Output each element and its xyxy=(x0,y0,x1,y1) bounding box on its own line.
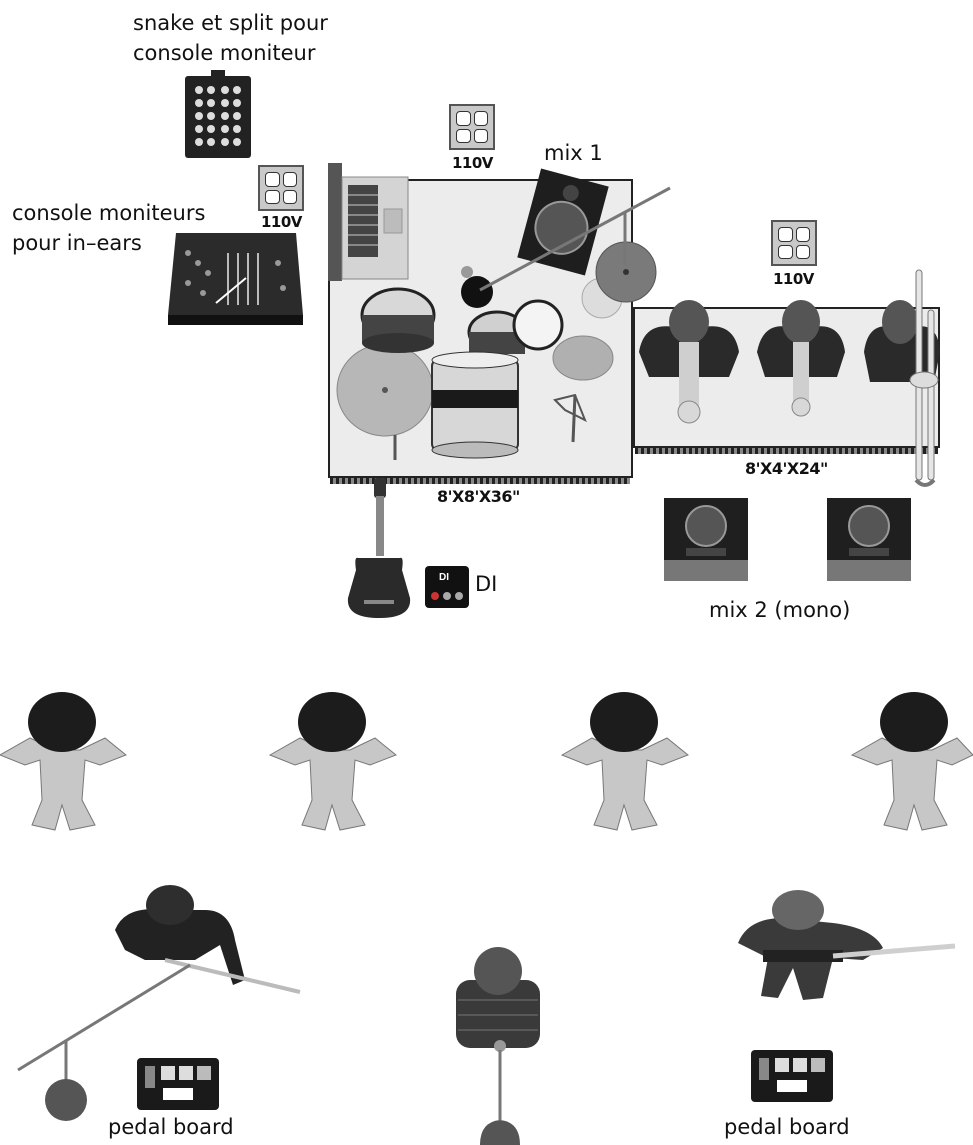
snake-label-line1: snake et split pour xyxy=(133,11,328,35)
dancer-icon xyxy=(268,690,397,831)
outlet-icon xyxy=(771,220,817,266)
mixer-icon xyxy=(168,233,303,325)
drum-riser-feet xyxy=(330,478,630,484)
di-box-text: DI xyxy=(439,572,449,583)
horn-riser-feet xyxy=(635,448,938,454)
horn-riser-size-label: 8'X4'X24" xyxy=(745,459,828,478)
drum-kit-icon xyxy=(335,260,635,470)
singer-icon xyxy=(448,945,548,1055)
dancer-icon xyxy=(850,690,973,831)
dancer-icon xyxy=(560,690,689,831)
di-label: DI xyxy=(475,572,498,596)
cymbal-icon xyxy=(580,240,660,320)
console-label-line2: pour in–ears xyxy=(12,231,142,255)
dancer-icon xyxy=(0,690,127,831)
snake-box-icon xyxy=(185,70,251,158)
guitarist-icon xyxy=(733,888,958,1000)
outlet-voltage-label: 110V xyxy=(261,213,302,231)
horn-player-icon xyxy=(753,292,848,427)
pedal-board-icon xyxy=(751,1050,833,1102)
pedal-board-left-label: pedal board xyxy=(108,1115,234,1139)
outlet-voltage-label: 110V xyxy=(452,154,493,172)
trombone-icon xyxy=(909,269,939,487)
console-label-line1: console moniteurs xyxy=(12,201,206,225)
mic-stand-icon xyxy=(480,1040,520,1145)
horn-player-icon xyxy=(634,292,744,427)
pedal-board-right-label: pedal board xyxy=(724,1115,850,1139)
monitor-wedge-icon xyxy=(827,498,911,581)
mic-stand-icon xyxy=(479,186,671,292)
mic-stand-icon xyxy=(17,963,191,1121)
pedal-board-icon xyxy=(137,1058,219,1110)
snake-label-line2: console moniteur xyxy=(133,41,316,65)
di-box-icon: DI xyxy=(425,566,469,608)
outlet-icon xyxy=(449,104,495,150)
outlet-voltage-label: 110V xyxy=(773,270,814,288)
drum-riser-size-label: 8'X8'X36" xyxy=(437,487,520,506)
monitor-wedge-icon xyxy=(664,498,748,581)
acoustic-guitar-icon xyxy=(344,478,414,621)
mix2-label: mix 2 (mono) xyxy=(709,598,851,622)
mix1-label: mix 1 xyxy=(544,141,603,165)
laptop-icon xyxy=(328,163,410,281)
outlet-icon xyxy=(258,165,304,211)
